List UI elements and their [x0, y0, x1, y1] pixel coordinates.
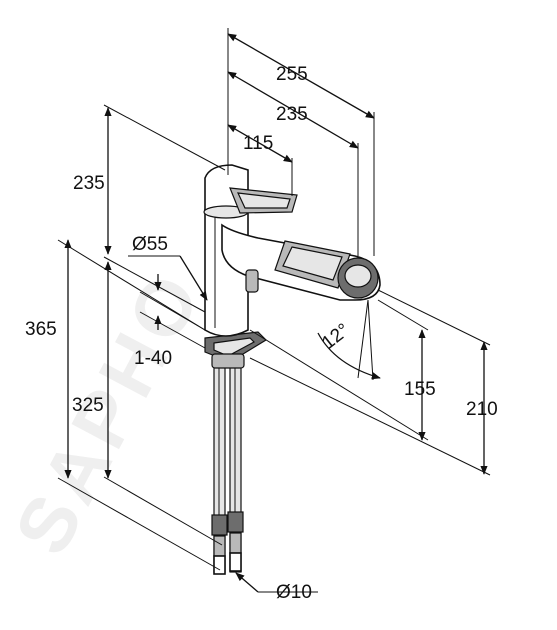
lever-handle — [203, 164, 298, 219]
dimension-lines — [57, 28, 491, 593]
dim-angle-12: 12° — [318, 320, 354, 354]
dim-255: 255 — [276, 64, 308, 85]
dim-235-top: 235 — [276, 104, 308, 125]
faucet-body — [203, 164, 381, 575]
supply-hoses — [211, 359, 244, 575]
dim-diameter-10: Ø10 — [276, 582, 312, 603]
dim-235-left: 235 — [73, 173, 105, 194]
dim-325: 325 — [72, 395, 104, 416]
dim-1-40: 1-40 — [134, 348, 172, 369]
dim-155: 155 — [404, 379, 436, 400]
dim-diameter-55: Ø55 — [132, 234, 168, 255]
dim-115: 115 — [243, 133, 273, 154]
pull-out-spout — [221, 223, 381, 301]
dim-365: 365 — [25, 319, 57, 340]
dim-210: 210 — [466, 399, 498, 420]
base-fixing — [204, 331, 267, 369]
dimension-labels: 255 235 115 235 Ø55 365 1-40 325 12° 155… — [25, 64, 498, 603]
